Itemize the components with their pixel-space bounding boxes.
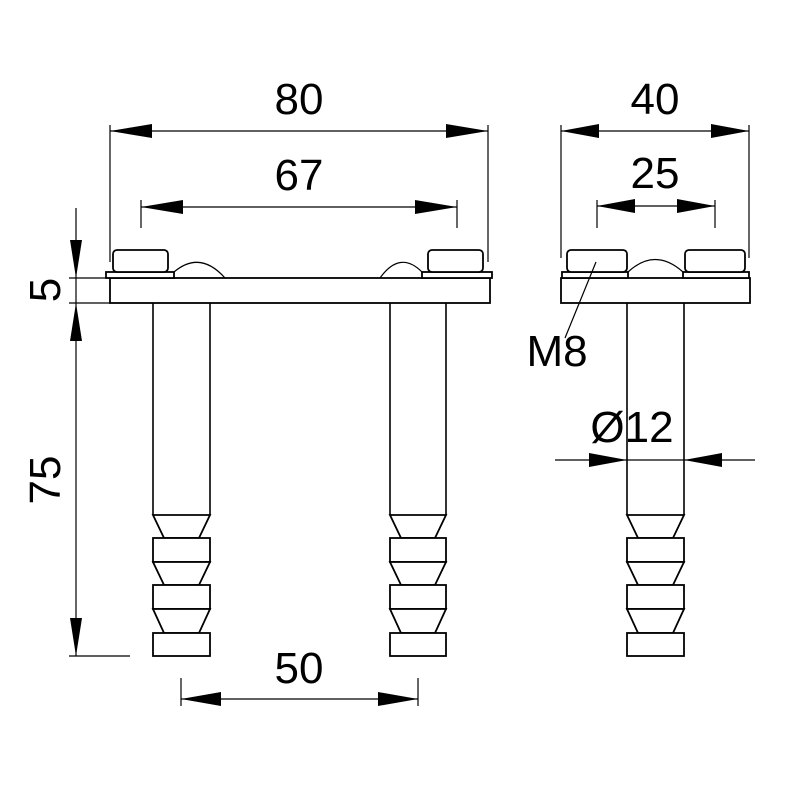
dimension-vertical: 5 75 <box>21 208 130 657</box>
front-right-bolt-head <box>427 249 484 273</box>
front-right-pin <box>388 303 448 657</box>
dimension-label-80: 80 <box>275 75 324 124</box>
front-left-pin <box>151 303 212 657</box>
side-right-bolt-head <box>684 249 746 273</box>
dimension-label-75: 75 <box>21 456 70 505</box>
dimension-label-5: 5 <box>21 278 70 302</box>
dimension-50: 50 <box>180 644 419 706</box>
side-left-bolt-head <box>566 249 628 273</box>
front-right-bolt-dome <box>379 261 423 279</box>
thread-label: M8 <box>526 327 587 376</box>
dimension-label-50: 50 <box>275 644 324 693</box>
dimension-label-67: 67 <box>275 151 324 200</box>
side-pin <box>625 303 686 657</box>
front-left-bolt-head <box>112 249 169 273</box>
dimension-diameter: Ø12 <box>555 403 755 467</box>
thread-callout: M8 <box>526 261 597 376</box>
dimension-67: 67 <box>140 151 458 228</box>
front-base-plate <box>109 277 491 304</box>
side-base-plate <box>560 277 751 304</box>
dimension-25: 25 <box>596 149 716 228</box>
dimension-label-diameter: Ø12 <box>590 403 673 452</box>
front-left-bolt-dome <box>173 261 226 279</box>
dimension-label-25: 25 <box>631 149 680 198</box>
dimension-40: 40 <box>560 75 750 258</box>
side-view <box>560 249 751 657</box>
dimension-80: 80 <box>109 75 489 262</box>
side-bolt-dome <box>627 259 684 273</box>
dimension-label-40: 40 <box>631 75 680 124</box>
front-view <box>105 249 493 657</box>
